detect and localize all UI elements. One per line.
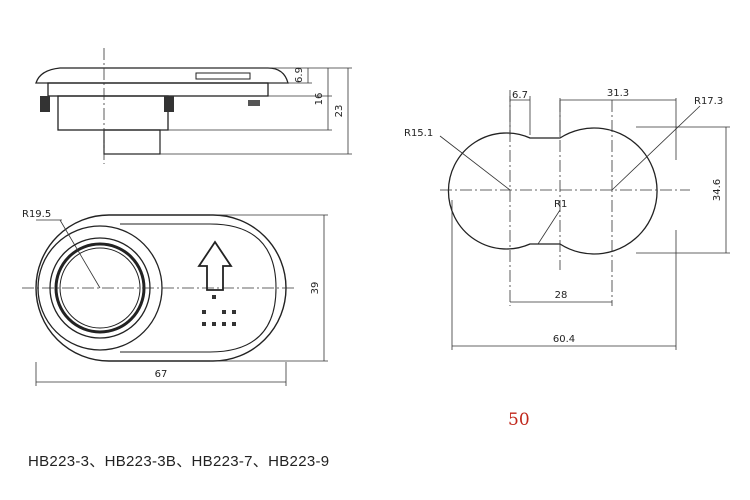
dim-cutout-top-right: 31.3: [607, 88, 629, 99]
model-list: HB223-3、HB223-3B、HB223-7、HB223-9: [28, 453, 330, 470]
front-view: R19.5 67 39: [22, 209, 328, 386]
cutout-view: R15.1 R17.3 R1 6.7 31.3 34.6 28 60.4: [404, 88, 730, 350]
dim-front-radius: R19.5: [22, 209, 51, 220]
dim-side-6-9: 6.9: [294, 67, 305, 83]
dim-front-width: 67: [155, 369, 168, 380]
side-view: 6.9 16 23: [35, 48, 352, 164]
dim-cutout-total: 60.4: [553, 334, 575, 345]
dim-side-23: 23: [334, 105, 345, 118]
dim-cutout-r-mid: R1: [554, 199, 567, 210]
dim-cutout-r-left: R15.1: [404, 128, 433, 139]
dim-cutout-r-right: R17.3: [694, 96, 723, 107]
page-number: 50: [508, 410, 530, 430]
dim-cutout-top-left: 6.7: [512, 90, 528, 101]
dim-side-16: 16: [314, 93, 325, 106]
dim-cutout-mid: 28: [555, 290, 568, 301]
up-arrow-icon: [197, 240, 233, 291]
braille-dots: [202, 295, 236, 326]
dim-cutout-height: 34.6: [712, 179, 723, 201]
dim-front-height: 39: [310, 282, 321, 295]
